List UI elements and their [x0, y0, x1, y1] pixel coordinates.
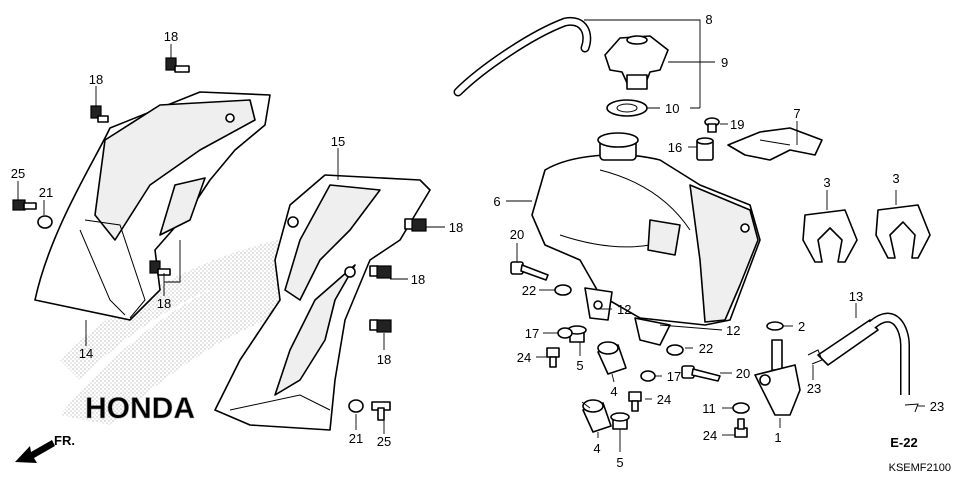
bolt-24b: [628, 391, 642, 412]
fuel-hose-13: [817, 312, 910, 395]
fuel-cap-9: [604, 35, 669, 90]
part-label-19: 19: [730, 117, 744, 132]
part-label-18e: 18: [411, 272, 425, 287]
front-direction-label: FR.: [54, 433, 75, 448]
part-label-17b: 17: [667, 369, 681, 384]
part-label-13: 13: [849, 289, 863, 304]
screw-19: [704, 117, 720, 133]
left-shroud-14: [34, 91, 271, 321]
part-label-24c: 24: [703, 428, 717, 443]
diagram-code-label: KSEMF2100: [889, 462, 951, 474]
front-direction-arrow: FR.: [15, 433, 75, 463]
part-label-10: 10: [665, 101, 679, 116]
part-label-18b: 18: [89, 72, 103, 87]
washer-22a: [554, 284, 572, 296]
part-label-9: 9: [721, 55, 728, 70]
cap-seal-10: [606, 99, 648, 117]
part-label-11: 11: [702, 401, 716, 416]
bolt-18f: [369, 319, 392, 333]
fuel-tank-6: [531, 132, 761, 346]
part-label-21b: 21: [349, 431, 363, 446]
part-label-20b: 20: [736, 366, 750, 381]
part-label-22a: 22: [522, 283, 536, 298]
honda-watermark-text: HONDA: [85, 392, 195, 425]
part-label-2: 2: [798, 319, 805, 334]
bolt-20b: [681, 365, 721, 382]
nut-17b: [640, 370, 656, 382]
breather-tube-8: [453, 16, 592, 97]
bracket-7: [727, 127, 823, 161]
honda-wing-watermark: HONDA: [60, 235, 330, 425]
part-label-4a: 4: [610, 384, 617, 399]
part-label-23b: 23: [930, 399, 944, 414]
bolt-18a: [165, 57, 190, 73]
part-label-4b: 4: [593, 441, 600, 456]
o-ring-2: [766, 321, 784, 331]
bolt-25a: [12, 199, 37, 211]
part-label-21a: 21: [39, 185, 53, 200]
bolt-24c: [734, 418, 748, 438]
clip-23b: [904, 403, 919, 413]
part-label-22b: 22: [699, 341, 713, 356]
mount-rubber-4a: [597, 341, 627, 375]
leader-lines: [17, 19, 925, 452]
section-ref-label: E-22: [890, 435, 917, 450]
part-label-7: 7: [793, 106, 800, 121]
part-label-17a: 17: [525, 326, 539, 341]
part-labels: E-22 KSEMF2100 1 2 3 3 4 4 5 5 6 7 8 9 1…: [11, 12, 951, 474]
part-label-18d: 18: [449, 220, 463, 235]
fuel-valve-1: [754, 339, 801, 416]
part-label-18a: 18: [164, 29, 178, 44]
part-label-18c: 18: [157, 296, 171, 311]
washer-11: [732, 402, 750, 414]
bolt-24a: [546, 347, 560, 368]
part-label-16: 16: [668, 140, 682, 155]
rubber-strap-3b: [875, 204, 931, 259]
part-label-24a: 24: [517, 350, 531, 365]
part-label-20a: 20: [510, 227, 524, 242]
bolt-25b: [371, 401, 391, 421]
part-label-15: 15: [331, 134, 345, 149]
part-label-6: 6: [493, 194, 500, 209]
bolt-18c: [149, 260, 171, 276]
part-label-3a: 3: [823, 175, 830, 190]
bolt-18e: [369, 265, 392, 279]
part-label-18f: 18: [377, 352, 391, 367]
part-label-24b: 24: [657, 392, 671, 407]
nut-21a: [37, 215, 53, 229]
part-label-12b: 12: [726, 323, 740, 338]
right-shroud-15: [214, 174, 431, 431]
part-label-1: 1: [774, 430, 781, 445]
part-label-14: 14: [79, 346, 93, 361]
bolt-20a: [510, 261, 549, 281]
nut-21b: [348, 399, 364, 413]
bolt-18d: [404, 218, 427, 232]
part-label-5b: 5: [616, 455, 623, 470]
mount-rubber-4b: [582, 399, 612, 433]
part-label-8: 8: [705, 12, 712, 27]
part-label-25b: 25: [377, 434, 391, 449]
rubber-strap-3a: [802, 209, 858, 263]
collar-16: [696, 137, 714, 161]
washer-22b: [666, 344, 684, 356]
clip-23a: [807, 349, 823, 365]
nut-17a: [557, 327, 573, 339]
bolt-18b: [90, 105, 109, 123]
part-label-25a: 25: [11, 166, 25, 181]
part-label-3b: 3: [892, 171, 899, 186]
part-label-5a: 5: [576, 358, 583, 373]
part-label-23a: 23: [807, 381, 821, 396]
part-label-12a: 12: [617, 302, 631, 317]
collar-5b: [610, 412, 630, 430]
